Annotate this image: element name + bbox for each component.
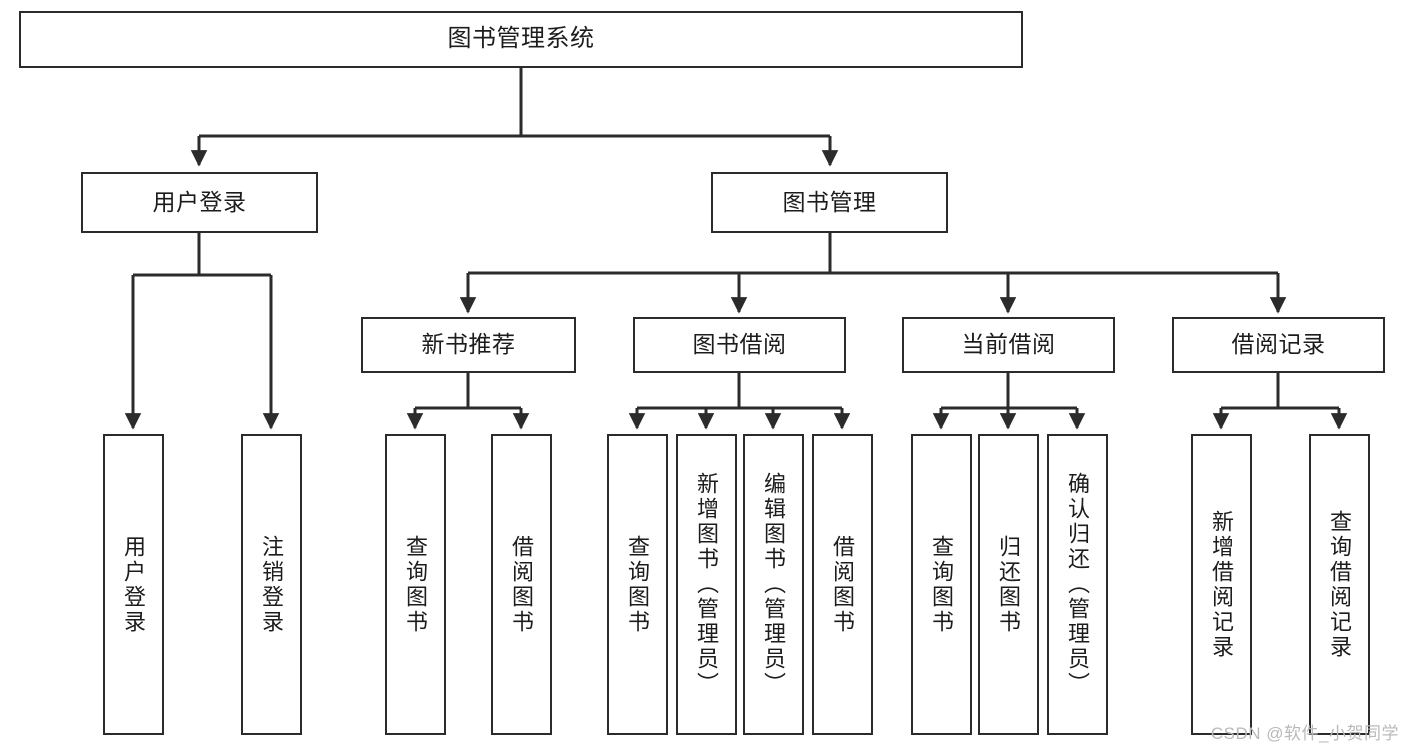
node-leaf-query-book-2[interactable]: 查询图书	[607, 434, 668, 735]
node-leaf-logout-login-label: 注销登录	[259, 534, 285, 635]
node-leaf-query-borrow-record-label: 查询借阅记录	[1327, 509, 1353, 660]
node-new-book-recommend[interactable]: 新书推荐	[361, 317, 576, 373]
node-borrow-record-label: 借阅记录	[1231, 331, 1326, 358]
node-leaf-borrow-book-1[interactable]: 借阅图书	[491, 434, 552, 735]
node-leaf-query-book-3[interactable]: 查询图书	[911, 434, 972, 735]
node-leaf-query-borrow-record[interactable]: 查询借阅记录	[1309, 434, 1370, 735]
node-leaf-query-book-1-label: 查询图书	[403, 534, 429, 635]
node-leaf-edit-book-label: 编辑图书（管理员）	[761, 472, 787, 697]
node-leaf-user-login[interactable]: 用户登录	[103, 434, 164, 735]
node-leaf-borrow-book-2-label: 借阅图书	[830, 534, 856, 635]
node-leaf-borrow-book-2[interactable]: 借阅图书	[812, 434, 873, 735]
node-book-borrow-label: 图书借阅	[692, 331, 787, 358]
node-root-label: 图书管理系统	[447, 25, 595, 53]
node-leaf-query-book-2-label: 查询图书	[625, 534, 651, 635]
node-leaf-add-borrow-record-label: 新增借阅记录	[1209, 509, 1235, 660]
node-book-management-label: 图书管理	[782, 188, 877, 215]
node-leaf-add-borrow-record[interactable]: 新增借阅记录	[1191, 434, 1252, 735]
node-root[interactable]: 图书管理系统	[19, 11, 1023, 68]
node-user-login-label: 用户登录	[152, 188, 247, 215]
node-leaf-user-login-label: 用户登录	[121, 534, 147, 635]
node-leaf-borrow-book-1-label: 借阅图书	[509, 534, 535, 635]
node-leaf-query-book-3-label: 查询图书	[929, 534, 955, 635]
node-leaf-logout-login[interactable]: 注销登录	[241, 434, 302, 735]
node-user-login[interactable]: 用户登录	[81, 172, 318, 233]
node-leaf-return-book[interactable]: 归还图书	[978, 434, 1039, 735]
node-leaf-query-book-1[interactable]: 查询图书	[385, 434, 446, 735]
node-leaf-return-book-label: 归还图书	[996, 534, 1022, 635]
node-book-borrow[interactable]: 图书借阅	[633, 317, 846, 373]
node-leaf-edit-book[interactable]: 编辑图书（管理员）	[743, 434, 804, 735]
node-book-management[interactable]: 图书管理	[711, 172, 948, 233]
node-leaf-add-book[interactable]: 新增图书（管理员）	[676, 434, 737, 735]
node-leaf-add-book-label: 新增图书（管理员）	[694, 472, 720, 697]
node-current-borrow-label: 当前借阅	[961, 331, 1056, 358]
node-current-borrow[interactable]: 当前借阅	[902, 317, 1115, 373]
node-leaf-confirm-return-label: 确认归还（管理员）	[1065, 472, 1091, 697]
node-new-book-recommend-label: 新书推荐	[421, 331, 516, 358]
node-leaf-confirm-return[interactable]: 确认归还（管理员）	[1047, 434, 1108, 735]
node-borrow-record[interactable]: 借阅记录	[1172, 317, 1385, 373]
